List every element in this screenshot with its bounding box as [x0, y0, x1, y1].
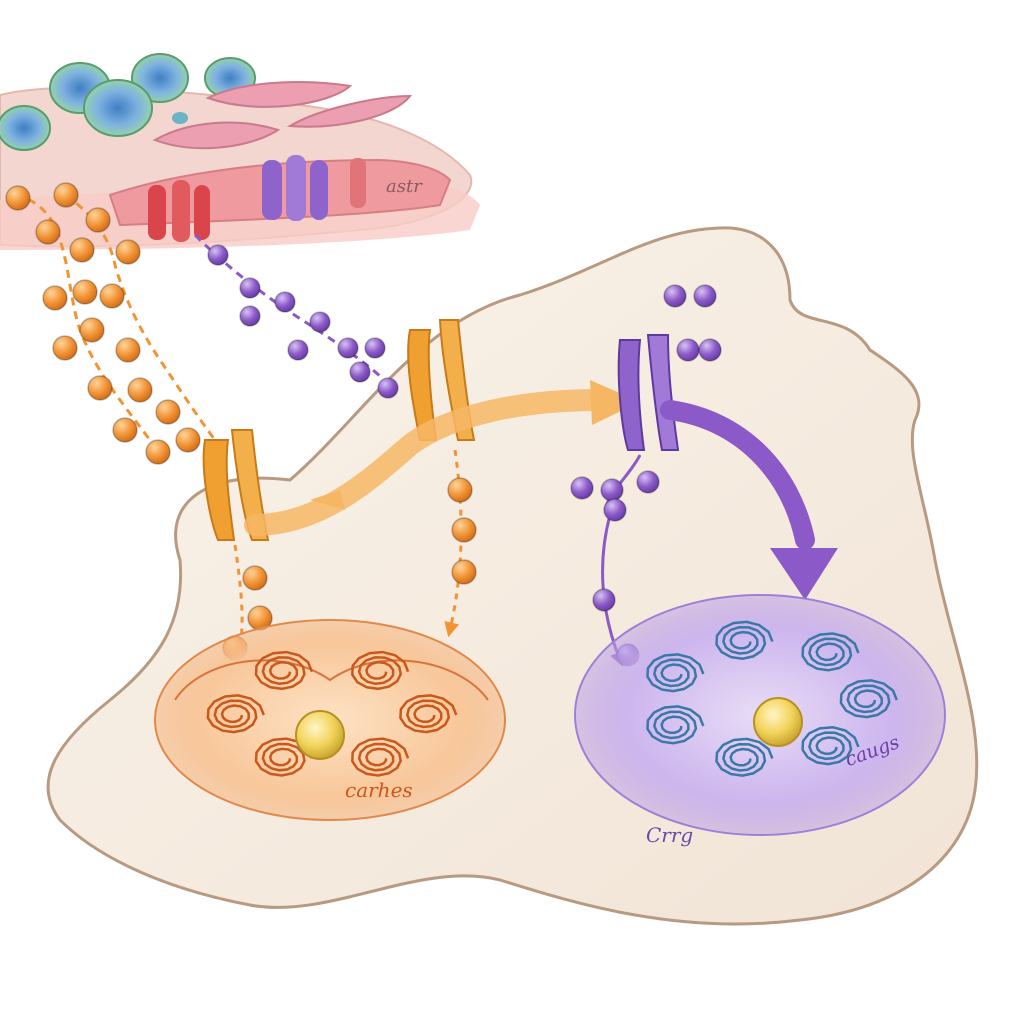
orange-molecule	[87, 375, 113, 401]
purple-molecule	[207, 244, 229, 266]
purple-messenger	[592, 588, 616, 612]
purple-messenger-molecules	[570, 284, 722, 667]
tissue-cell	[0, 53, 256, 151]
orange-downstream-path	[233, 449, 463, 658]
orange-molecule	[42, 285, 68, 311]
orange-nucleus-label: carhes	[345, 778, 413, 802]
orange-molecule	[155, 399, 181, 425]
chromatin-loop	[351, 737, 410, 777]
chromatin-loop	[399, 694, 458, 734]
purple-messenger	[693, 284, 717, 308]
purple-messenger	[698, 338, 722, 362]
orange-molecule	[79, 317, 105, 343]
orange-receptor-left	[202, 429, 270, 541]
chromatin-loop	[801, 632, 860, 672]
chromatin-loop	[839, 679, 898, 719]
purple-molecule	[274, 291, 296, 313]
orange-molecule	[112, 417, 138, 443]
blue-chromatin	[646, 620, 898, 777]
purple-ligand-chain	[193, 233, 397, 392]
purple-messenger	[663, 284, 687, 308]
purple-channel-receptor	[262, 155, 328, 221]
orange-ligand-molecules	[5, 182, 201, 465]
red-channel-receptor	[148, 180, 210, 242]
purple-molecule	[337, 337, 359, 359]
orange-molecule	[5, 185, 31, 211]
tissue-layer: astr	[0, 53, 480, 250]
chromatin-loop	[715, 620, 774, 660]
purple-messenger	[603, 498, 627, 522]
orange-molecule	[115, 239, 141, 265]
orange-nucleolus	[295, 710, 345, 760]
orange-molecule	[35, 219, 61, 245]
orange-molecule	[115, 337, 141, 363]
purple-molecule	[239, 305, 261, 327]
chromatin-loop	[715, 737, 774, 777]
purple-nucleus-label: Crrg	[646, 823, 693, 847]
orange-molecule	[52, 335, 78, 361]
orange-molecule	[145, 439, 171, 465]
purple-messenger	[636, 470, 660, 494]
purple-ligand-molecules	[207, 244, 399, 399]
orange-molecule	[127, 377, 153, 403]
orange-molecule	[85, 207, 111, 233]
purple-messenger	[676, 338, 700, 362]
orange-nucleus: carhes	[154, 619, 506, 821]
muscle-fiber	[152, 81, 413, 150]
purple-nucleus: Crrg caugs	[574, 594, 946, 847]
orange-messenger	[242, 565, 268, 591]
purple-molecule	[349, 361, 371, 383]
chromatin-loop	[254, 737, 314, 777]
purple-messenger	[570, 476, 594, 500]
purple-molecule	[309, 311, 331, 333]
chromatin-loop	[646, 653, 705, 693]
orange-molecule	[99, 283, 125, 309]
orange-chromatin	[206, 650, 458, 777]
orange-molecule	[69, 237, 95, 263]
purple-transduction-arrow	[660, 400, 815, 550]
orange-molecule	[175, 427, 201, 453]
chromatin-loop	[206, 694, 265, 734]
orange-messenger	[451, 559, 477, 585]
purple-nucleolus	[753, 697, 803, 747]
purple-messenger	[600, 478, 624, 502]
purple-molecule	[377, 377, 399, 399]
orange-molecule	[53, 182, 79, 208]
purple-molecule	[239, 277, 261, 299]
orange-messenger	[447, 477, 473, 503]
chromatin-loop	[801, 726, 860, 766]
chromatin-loop	[351, 650, 410, 691]
orange-messenger	[451, 517, 477, 543]
chromatin-loop	[646, 705, 705, 745]
purple-molecule	[364, 337, 386, 359]
orange-transduction-arrow	[244, 389, 611, 536]
chromatin-loop	[254, 650, 314, 691]
purple-molecule	[287, 339, 309, 361]
orange-molecule	[72, 279, 98, 305]
tissue-label: astr	[386, 176, 423, 197]
purple-receptor	[617, 334, 680, 451]
